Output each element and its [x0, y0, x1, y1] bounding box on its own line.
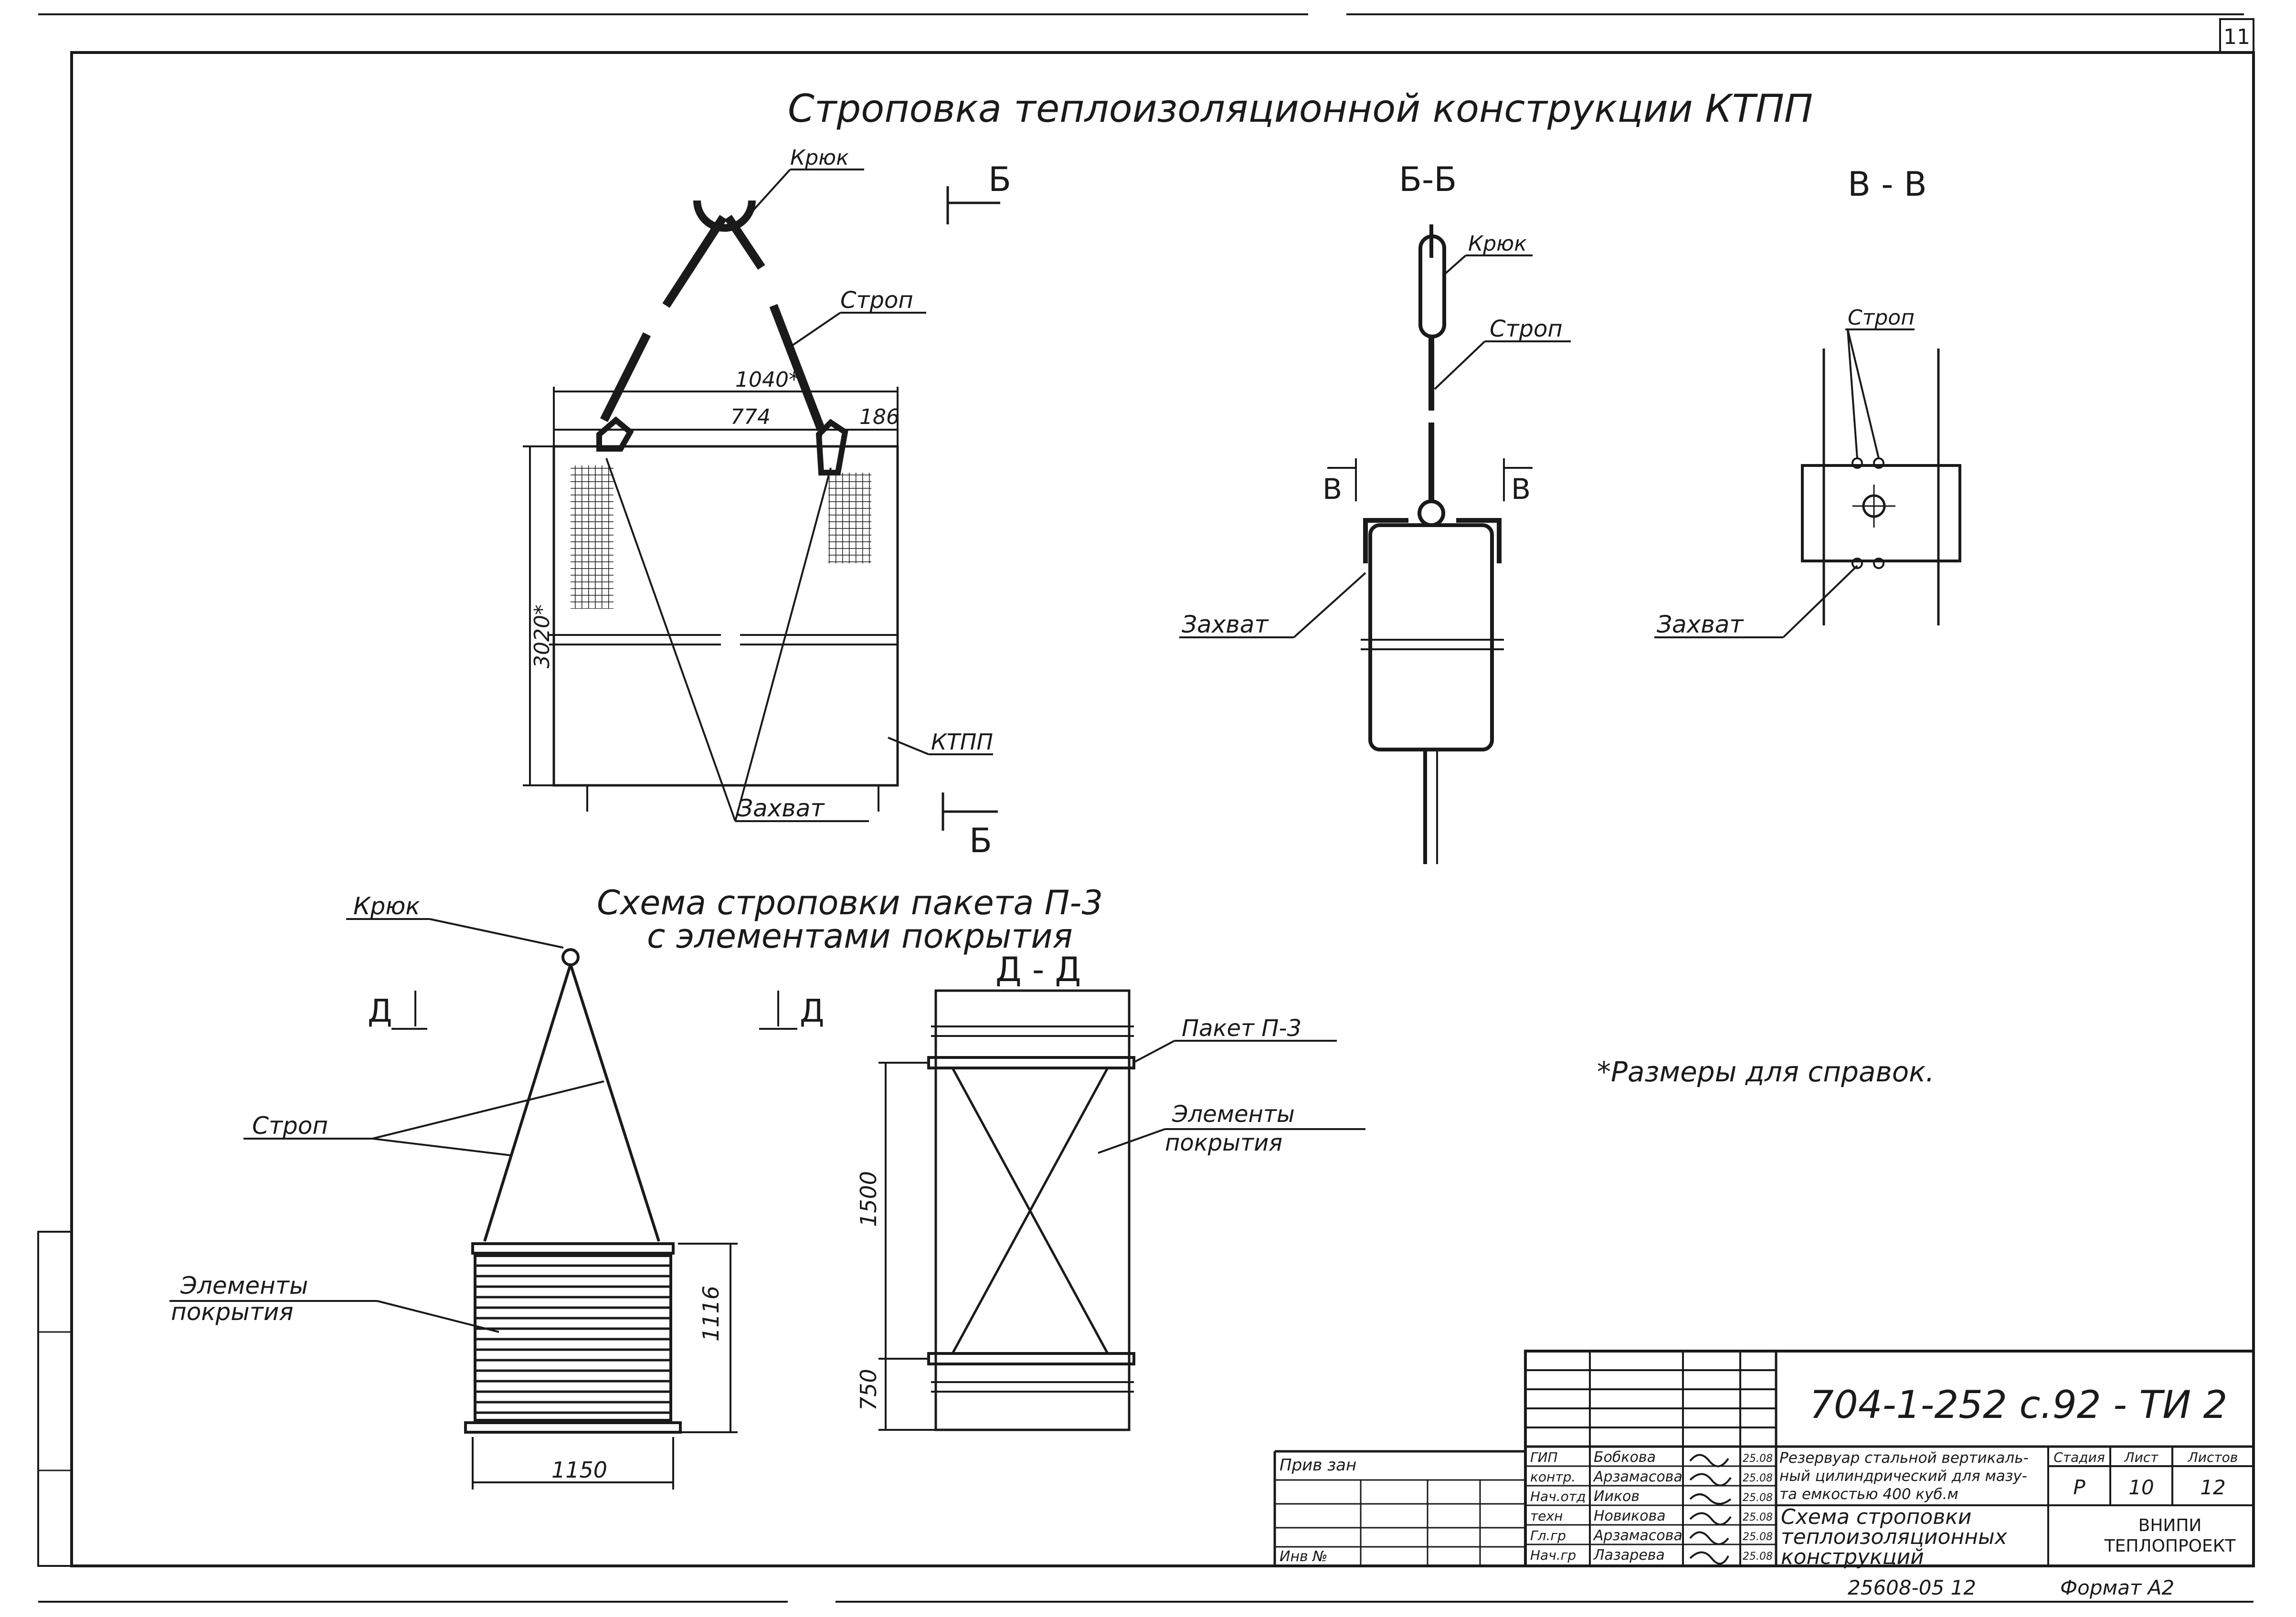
sheet-number: 11: [2223, 25, 2250, 49]
sheet-title-line1: Схема строповки: [1781, 1505, 1971, 1529]
org-line1: ВНИПИ: [2138, 1516, 2202, 1535]
title-dd: Д - Д: [995, 950, 1081, 989]
sheet-title-line2: теплоизоляционных: [1781, 1525, 2008, 1549]
role-4: Гл.гр: [1530, 1528, 1566, 1543]
object-line1: Резервуар стальной вертикаль-: [1779, 1449, 2029, 1467]
dim-1150: 1150: [551, 1457, 607, 1483]
hook-pkg-icon: [561, 948, 580, 966]
name-4: Арзамасова: [1593, 1527, 1682, 1544]
sheet-value: 10: [2128, 1476, 2154, 1499]
format-label: Формат А2: [2060, 1576, 2174, 1599]
label-sling-vv: Строп: [1848, 306, 1915, 330]
figure-package-slinging: Крюк Строп Элементы покрытия 1116 1150 Д…: [169, 892, 825, 1490]
hdr-sheets: Листов: [2188, 1449, 2238, 1465]
label-grip-vv: Захват: [1657, 611, 1744, 638]
scheme-title-line1: Схема строповки пакета П-3: [597, 883, 1103, 922]
label-elements-dd-1: Элементы: [1172, 1101, 1295, 1128]
scheme-title-line2: с элементами покрытия: [647, 917, 1073, 956]
copy-number: 25608-05 12: [1848, 1576, 1976, 1599]
role-1: контр.: [1530, 1469, 1576, 1485]
title-block: Прив зан Инв № 704-1-252 с.92 - ТИ 2 ГИП…: [1273, 1350, 2255, 1599]
grip-right: [815, 419, 848, 476]
dim-1116: 1116: [698, 1286, 724, 1342]
object-line2: ный цилиндрический для мазу-: [1779, 1468, 2027, 1485]
grip-bb: [1363, 518, 1502, 563]
figure-section-bb: Б-Б В В Крюк Строп Захват: [1179, 160, 1571, 864]
title-bb: Б-Б: [1399, 160, 1457, 199]
name-0: Бобкова: [1594, 1449, 1656, 1466]
label-hook-pkg: Крюк: [353, 892, 420, 920]
label-ktpp: КТПП: [931, 729, 993, 755]
role-5: Нач.гр: [1530, 1547, 1576, 1563]
cut-mark-left: В: [1323, 473, 1342, 506]
role-3: техн: [1530, 1508, 1563, 1524]
sling-right: [724, 215, 825, 432]
dim-1500: 1500: [856, 1171, 881, 1227]
label-privyazan: Прив зан: [1280, 1456, 1356, 1475]
date-3: 25.08: [1743, 1511, 1773, 1523]
hdr-stage: Стадия: [2053, 1449, 2105, 1465]
title-vv: В - В: [1848, 165, 1927, 204]
section-mark-top: Б: [988, 160, 1011, 199]
label-inv: Инв №: [1280, 1548, 1327, 1565]
label-elements-pkg-2: покрытия: [171, 1298, 293, 1326]
dim-186: 186: [859, 405, 899, 429]
dim-774: 774: [730, 405, 771, 429]
label-sling-bb: Строп: [1490, 316, 1563, 342]
label-elements-pkg-1: Элементы: [180, 1272, 308, 1300]
name-3: Новикова: [1594, 1508, 1666, 1524]
name-1: Арзамасова: [1593, 1469, 1682, 1485]
date-1: 25.08: [1743, 1472, 1773, 1484]
sheet-title-line3: конструкций: [1781, 1545, 1924, 1569]
label-hook: Крюк: [790, 146, 849, 170]
dim-total: 1040*: [735, 368, 799, 392]
grip-left: [596, 416, 634, 452]
sling-left: [600, 215, 727, 423]
dim-750: 750: [856, 1369, 881, 1411]
covering-elements-stack: [474, 1254, 672, 1422]
name-2: Ииков: [1594, 1488, 1640, 1505]
sheets-value: 12: [2200, 1476, 2225, 1499]
grip-mesh-left: [571, 465, 614, 609]
date-5: 25.08: [1743, 1551, 1773, 1563]
figure-section-vv: В - В Строп Захват: [1654, 165, 1961, 638]
doc-code: 704-1-252 с.92 - ТИ 2: [1809, 1383, 2227, 1427]
hook-icon: [693, 200, 756, 232]
note-reference-dims: *Размеры для справок.: [1597, 1056, 1935, 1088]
label-sling: Строп: [840, 287, 913, 314]
label-sling-pkg: Строп: [252, 1112, 328, 1140]
label-hook-bb: Крюк: [1468, 232, 1527, 256]
label-package: Пакет П-3: [1182, 1015, 1301, 1042]
label-grip: Захват: [738, 794, 825, 822]
cut-mark-d-left: Д: [368, 993, 392, 1029]
dim-height: 3020*: [530, 604, 554, 668]
object-line3: та емкостью 400 куб.м: [1779, 1486, 1958, 1503]
main-title: Строповка теплоизоляционной конструкции …: [788, 86, 1813, 131]
label-elements-dd-2: покрытия: [1165, 1130, 1282, 1156]
role-0: ГИП: [1530, 1449, 1558, 1465]
date-0: 25.08: [1743, 1453, 1773, 1465]
date-2: 25.08: [1743, 1492, 1773, 1504]
grip-mesh-right: [828, 473, 871, 563]
figure-ktpp-slinging: Захват 1040* 774 186 3020* Крюк Строп КТ…: [523, 146, 1011, 860]
hdr-sheet: Лист: [2124, 1449, 2159, 1465]
org-line2: ТЕПЛОПРОЕКТ: [2104, 1536, 2236, 1556]
stage-value: Р: [2073, 1476, 2085, 1499]
signatures: [1689, 1454, 1732, 1565]
name-5: Лазарева: [1593, 1547, 1665, 1564]
role-2: Нач.отд: [1530, 1489, 1586, 1504]
date-4: 25.08: [1743, 1531, 1773, 1543]
sheet-frame: 11: [37, 13, 2255, 1603]
label-grip-bb: Захват: [1182, 611, 1269, 638]
cut-mark-d-right: Д: [800, 993, 825, 1029]
figure-section-dd: Д - Д Пакет П-3 Элементы покрытия 1500 7…: [856, 950, 1365, 1431]
cut-mark-right: В: [1511, 473, 1531, 506]
section-mark-bottom: Б: [969, 821, 992, 860]
